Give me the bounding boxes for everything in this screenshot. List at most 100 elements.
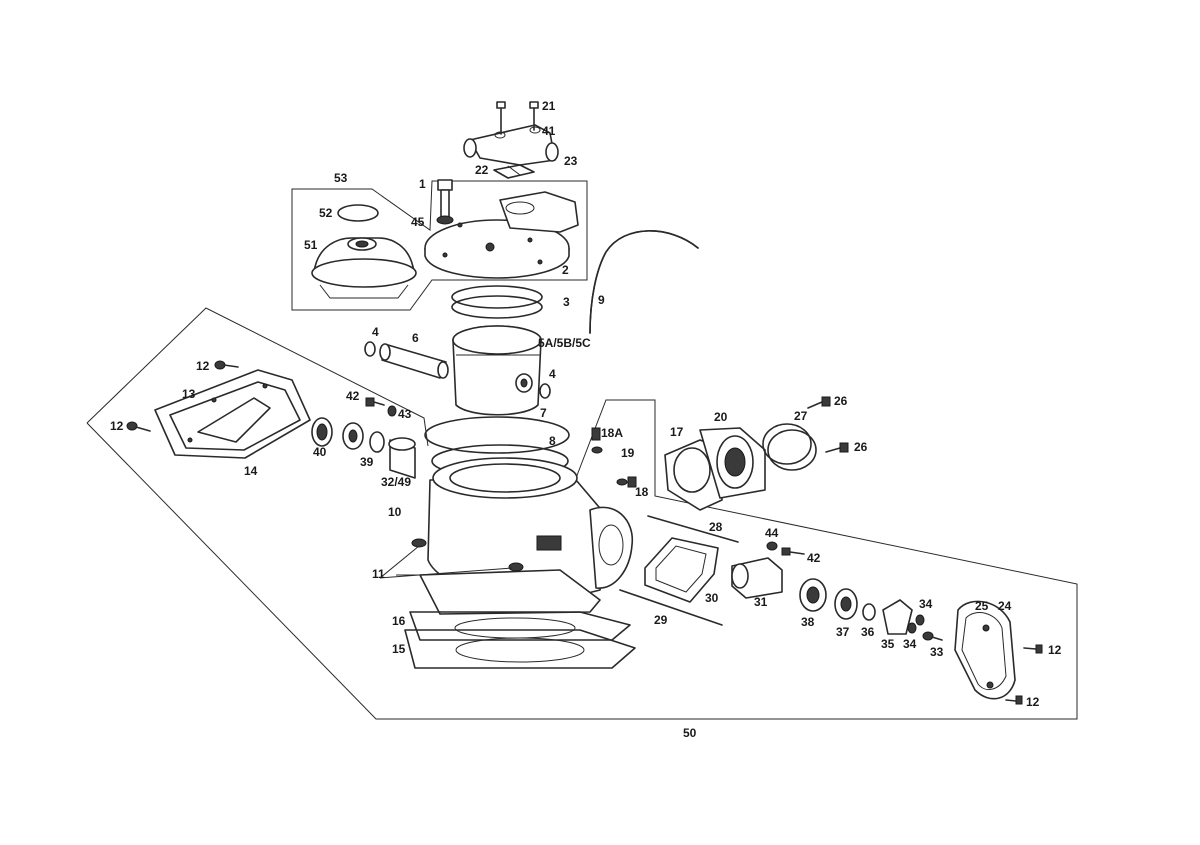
label-15: 15 bbox=[392, 642, 406, 656]
label-12-right-lower: 12 bbox=[1026, 695, 1040, 709]
label-40: 40 bbox=[313, 445, 327, 459]
label-4-left: 4 bbox=[372, 325, 379, 339]
clamp-27 bbox=[762, 423, 817, 471]
screw-42-right bbox=[781, 547, 805, 556]
label-50: 50 bbox=[683, 726, 697, 740]
label-13: 13 bbox=[182, 387, 196, 401]
gasket-22 bbox=[493, 164, 535, 179]
label-24: 24 bbox=[998, 599, 1012, 613]
screw-21 bbox=[496, 101, 539, 135]
label-37: 37 bbox=[836, 625, 850, 639]
label-42-right: 42 bbox=[807, 551, 821, 565]
label-3: 3 bbox=[563, 295, 570, 309]
label-53: 53 bbox=[334, 171, 348, 185]
washer-43 bbox=[387, 405, 397, 417]
label-18a: 18A bbox=[601, 426, 623, 440]
pump-cover-24-25 bbox=[954, 600, 1016, 700]
o-ring-52 bbox=[337, 204, 379, 222]
label-29: 29 bbox=[654, 613, 668, 627]
head-cover-51 bbox=[311, 237, 417, 299]
label-43: 43 bbox=[398, 407, 412, 421]
label-41: 41 bbox=[542, 124, 556, 138]
circlip-4-left bbox=[364, 341, 376, 357]
label-36: 36 bbox=[861, 625, 875, 639]
bearing-38 bbox=[799, 578, 827, 612]
base-gasket-15 bbox=[404, 629, 636, 669]
washer-36 bbox=[862, 603, 876, 621]
cover-13-gasket-14 bbox=[154, 369, 311, 459]
bearing-40 bbox=[311, 417, 333, 447]
piston-rings-3 bbox=[451, 285, 543, 319]
label-5: 5A/5B/5C bbox=[538, 336, 591, 350]
label-42-left: 42 bbox=[346, 389, 360, 403]
plate-30 bbox=[644, 537, 719, 603]
impeller-housing-31 bbox=[731, 557, 783, 599]
label-44: 44 bbox=[765, 526, 779, 540]
gear-39 bbox=[342, 422, 385, 453]
gear-35 bbox=[882, 599, 913, 635]
label-20: 20 bbox=[714, 410, 728, 424]
screw-42-left bbox=[365, 397, 385, 407]
screw-12-right-upper bbox=[1023, 644, 1043, 654]
label-38: 38 bbox=[801, 615, 815, 629]
label-8: 8 bbox=[549, 434, 556, 448]
label-26-upper: 26 bbox=[834, 394, 848, 408]
label-19: 19 bbox=[621, 446, 635, 460]
bolt-26-upper bbox=[807, 396, 831, 409]
label-6: 6 bbox=[412, 331, 419, 345]
label-27: 27 bbox=[794, 409, 808, 423]
label-7: 7 bbox=[540, 406, 547, 420]
label-35: 35 bbox=[881, 637, 895, 651]
label-32-49: 32/49 bbox=[381, 475, 411, 489]
label-21: 21 bbox=[542, 99, 556, 113]
label-25: 25 bbox=[975, 599, 989, 613]
label-18: 18 bbox=[635, 485, 649, 499]
label-2: 2 bbox=[562, 263, 569, 277]
wrist-pin-6 bbox=[379, 343, 449, 379]
piston-5 bbox=[452, 325, 542, 416]
impeller-37 bbox=[834, 588, 858, 620]
label-12-lower: 12 bbox=[110, 419, 124, 433]
screw-12-lower bbox=[126, 421, 151, 432]
label-30: 30 bbox=[705, 591, 719, 605]
label-12-right-upper: 12 bbox=[1048, 643, 1062, 657]
label-4-right: 4 bbox=[549, 367, 556, 381]
bolt-26-lower bbox=[825, 442, 849, 453]
rod-28 bbox=[647, 515, 739, 543]
rod-29 bbox=[619, 589, 723, 626]
gasket-7 bbox=[424, 416, 570, 454]
label-9: 9 bbox=[598, 293, 605, 307]
label-31: 31 bbox=[754, 595, 768, 609]
label-14: 14 bbox=[244, 464, 258, 478]
label-34-upper: 34 bbox=[919, 597, 933, 611]
cylinder-head-2 bbox=[424, 191, 579, 279]
water-outlet-23 bbox=[463, 124, 559, 166]
bushing-32-49 bbox=[388, 437, 416, 479]
nut-34 bbox=[907, 614, 925, 634]
circlip-4-right bbox=[539, 383, 551, 399]
label-11: 11 bbox=[372, 567, 385, 581]
label-1: 1 bbox=[419, 177, 426, 191]
label-51: 51 bbox=[304, 238, 318, 252]
label-16: 16 bbox=[392, 614, 406, 628]
cylinder-10 bbox=[411, 457, 633, 615]
water-hose-9 bbox=[589, 230, 699, 334]
label-23: 23 bbox=[564, 154, 578, 168]
reed-block-20 bbox=[699, 427, 766, 499]
label-45: 45 bbox=[411, 215, 425, 229]
screw-12-upper bbox=[214, 360, 239, 370]
label-33: 33 bbox=[930, 645, 944, 659]
label-34-lower: 34 bbox=[903, 637, 917, 651]
label-12-upper: 12 bbox=[196, 359, 210, 373]
label-39: 39 bbox=[360, 455, 374, 469]
label-17: 17 bbox=[670, 425, 684, 439]
label-52: 52 bbox=[319, 206, 333, 220]
head-bolt-1 bbox=[436, 179, 454, 225]
screw-44 bbox=[766, 541, 778, 551]
assembly-outline-50-right bbox=[86, 399, 1078, 720]
screw-33 bbox=[922, 631, 943, 641]
label-10: 10 bbox=[388, 505, 402, 519]
label-28: 28 bbox=[709, 520, 723, 534]
bolt-18 bbox=[616, 476, 637, 488]
